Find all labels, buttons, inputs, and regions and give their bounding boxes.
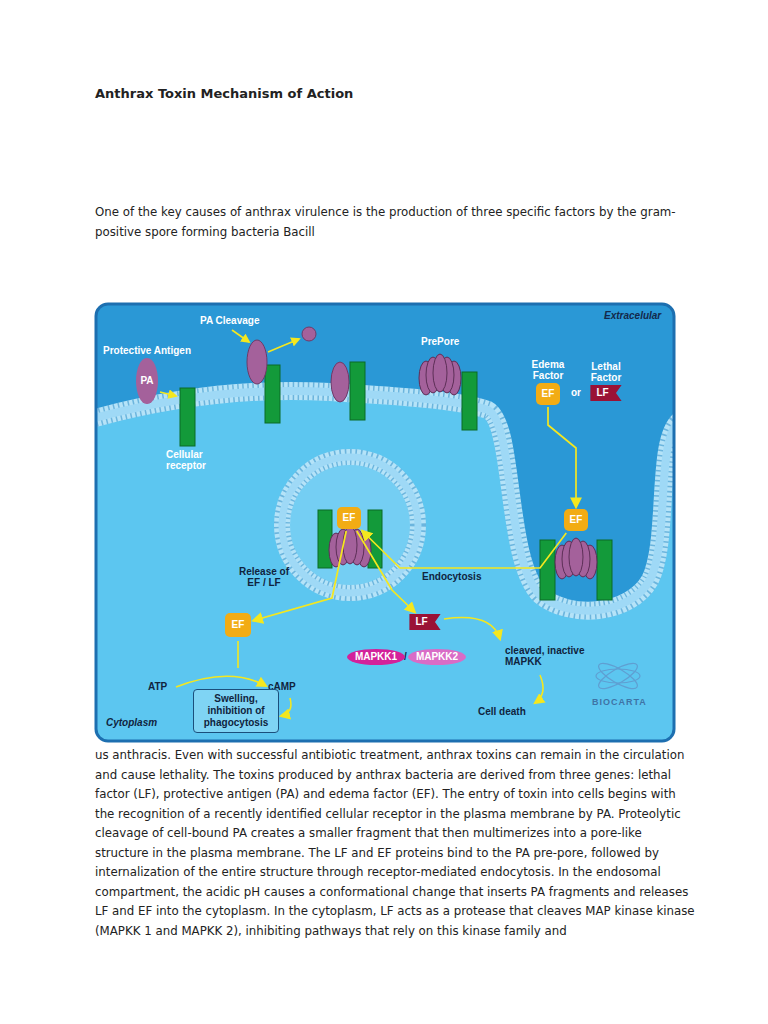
node-text: LF (409, 614, 440, 630)
node-text: EF (225, 613, 252, 637)
factor-box: EF (337, 507, 362, 529)
flow-arrow (362, 531, 566, 568)
kinase-ellipse: MAPKK2 (408, 649, 466, 665)
flow-arrow (357, 531, 415, 612)
node-text: MAPKK2 (408, 649, 466, 665)
node-text: EF (337, 507, 362, 529)
logo-text: BIOCARTA (592, 697, 647, 708)
process-arrow (160, 330, 543, 716)
factor-flag: LF (409, 614, 440, 630)
body-paragraph: One of the key causes of anthrax virulen… (95, 203, 695, 242)
region-label: Extracelular (604, 310, 661, 321)
panel-border (96, 304, 674, 741)
flow-arrow (548, 407, 576, 507)
biocarta-logo (595, 659, 640, 693)
factor-box: EF (225, 613, 252, 637)
structure-label: Cellular receptor (166, 449, 214, 471)
cell-panel (96, 304, 674, 741)
process-label: Release of EF / LF (232, 566, 296, 588)
page-title: Anthrax Toxin Mechanism of Action (95, 86, 353, 101)
body-paragraph: us anthracis. Even with successful antib… (95, 746, 695, 941)
factor-box: Edema FactorEF (528, 359, 568, 405)
antigen-ellipse: Protective AntigenPA (103, 345, 191, 404)
node-text: PA (136, 358, 157, 404)
edge-label: Endocytosis (420, 571, 483, 582)
node-text: LF (590, 385, 621, 401)
effect-box: Swelling, inhibition of phagocytosis (193, 689, 279, 733)
endosome (282, 457, 418, 593)
node-heading: Edema Factor (528, 359, 568, 381)
prepore (329, 354, 597, 579)
structure-label: PrePore (421, 336, 459, 347)
cellular-receptor (180, 362, 612, 600)
molecule-label: ATP (148, 681, 167, 692)
node-text: EF (564, 509, 589, 531)
protective-antigen (247, 327, 349, 402)
conjunction-label: or (571, 387, 581, 398)
node-text: EF (536, 383, 561, 405)
kinase-ellipse: MAPKK1 (347, 649, 405, 665)
node-heading: Protective Antigen (103, 345, 191, 356)
process-label: PA Cleavage (200, 315, 259, 326)
factor-flag: Lethal FactorLF (585, 361, 627, 401)
node-text: MAPKK1 (347, 649, 405, 665)
outcome-label: cleaved, inactive MAPKK (505, 645, 601, 667)
node-text: Swelling, inhibition of phagocytosis (193, 689, 279, 733)
outcome-label: Cell death (478, 706, 526, 717)
factor-box: EF (564, 509, 589, 531)
extracellular-ground (96, 304, 674, 611)
node-heading: Lethal Factor (585, 361, 627, 383)
region-label: Cytoplasm (106, 717, 157, 728)
